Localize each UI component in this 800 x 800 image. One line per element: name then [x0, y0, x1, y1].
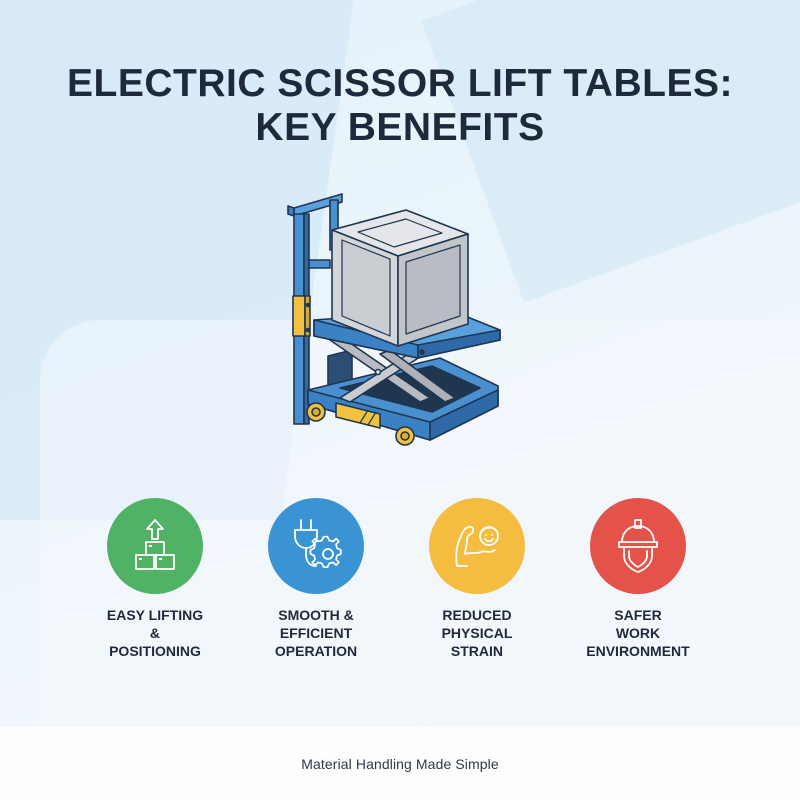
- benefit-label: REDUCED PHYSICAL STRAIN: [441, 607, 513, 659]
- muscle-smile-icon: [455, 525, 499, 567]
- title-line-1: ELECTRIC SCISSOR LIFT TABLES:: [67, 62, 733, 105]
- page-title: ELECTRIC SCISSOR LIFT TABLES: KEY BENEFI…: [0, 62, 800, 150]
- scissor-lift-illustration: [280, 190, 510, 460]
- benefit-label: SMOOTH & EFFICIENT OPERATION: [274, 607, 358, 659]
- benefit-circle-red: [590, 498, 686, 594]
- benefit-label: SAFER WORK ENVIRONMENT: [586, 607, 690, 659]
- benefit-circle-green: [107, 498, 203, 594]
- plug-gear-icon: [294, 519, 342, 568]
- boxes-lift-icon: [135, 519, 175, 570]
- footer-tagline: Material Handling Made Simple: [301, 755, 499, 772]
- benefits-row: EASY LIFTING & POSITIONING SMOOTH & EFFI…: [0, 498, 800, 668]
- benefit-safer-environment: SAFER WORK ENVIRONMENT: [558, 498, 718, 660]
- footer-band: Material Handling Made Simple: [0, 727, 800, 800]
- benefit-reduced-strain: REDUCED PHYSICAL STRAIN: [397, 498, 557, 660]
- scissor-lift-icon: [287, 193, 501, 446]
- safety-helmet-shield-icon: [618, 519, 658, 573]
- benefit-smooth-operation: SMOOTH & EFFICIENT OPERATION: [236, 498, 396, 660]
- benefit-circle-blue: [268, 498, 364, 594]
- benefit-label: EASY LIFTING & POSITIONING: [106, 607, 204, 659]
- title-line-2: KEY BENEFITS: [255, 106, 545, 149]
- benefit-circle-yellow: [429, 498, 525, 594]
- benefit-easy-lifting: EASY LIFTING & POSITIONING: [75, 498, 235, 660]
